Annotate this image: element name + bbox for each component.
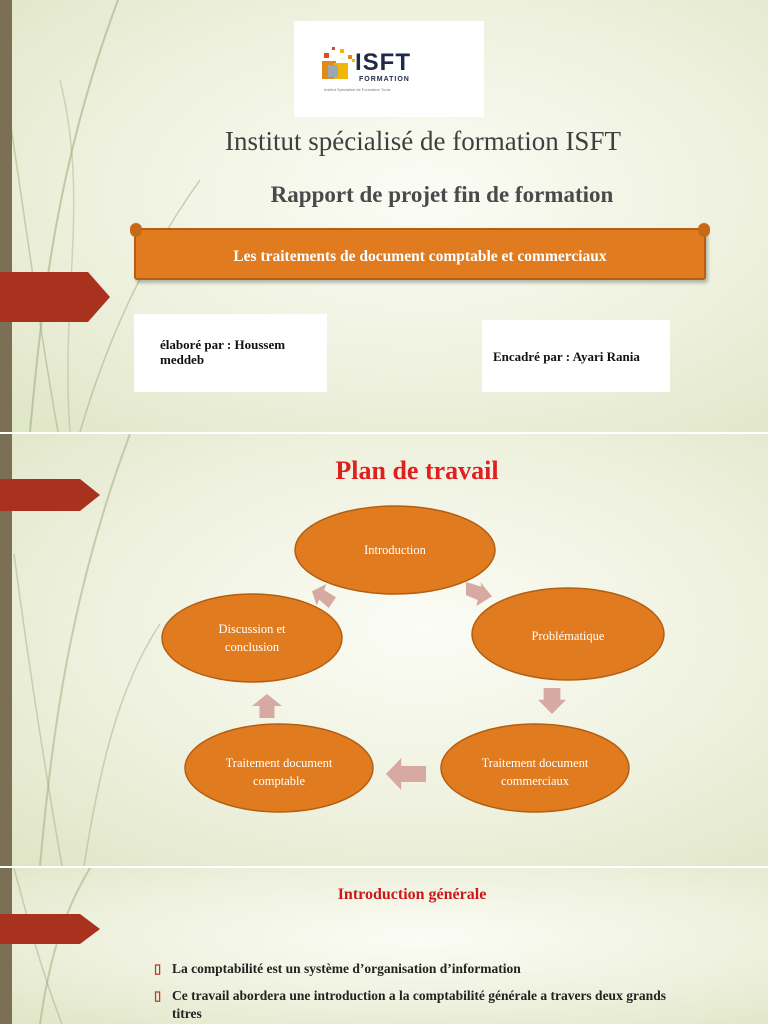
author-box: élaboré par : Houssem meddeb bbox=[134, 314, 327, 392]
section-tab-arrow bbox=[0, 479, 100, 511]
project-title-banner: Les traitements de document comptable et… bbox=[130, 223, 710, 280]
logo-book-icon bbox=[322, 47, 355, 79]
logo-tagline: Institut Spécialisé de Formation Tunis bbox=[324, 87, 391, 92]
intro-slide: Introduction générale ▯ La comptabilité … bbox=[0, 868, 768, 1024]
left-accent-bar bbox=[0, 434, 12, 866]
node-discussion bbox=[161, 593, 343, 683]
node-discussion-label: Discussion et conclusion bbox=[218, 622, 286, 655]
bullet-text: Ce travail abordera une introduction a l… bbox=[172, 988, 666, 1022]
node-comptable bbox=[184, 723, 374, 813]
isft-logo: ISFT FORMATION Institut Spécialisé de Fo… bbox=[294, 21, 484, 117]
node-problematique-label: Problématique bbox=[531, 629, 605, 643]
left-accent-bar bbox=[0, 0, 12, 432]
logo-brand-text: ISFT bbox=[355, 49, 411, 76]
node-comptable-label: Traitement document comptable bbox=[225, 756, 333, 789]
bullet-text: La comptabilité est un système d’organis… bbox=[172, 961, 521, 976]
report-title: Rapport de projet fin de formation bbox=[270, 182, 614, 207]
cycle-diagram bbox=[161, 505, 665, 813]
logo-sub-text: FORMATION bbox=[359, 76, 410, 83]
title-slide: ISFT FORMATION Institut Spécialisé de Fo… bbox=[0, 0, 768, 432]
left-accent-bar bbox=[0, 868, 12, 1024]
node-introduction bbox=[294, 505, 496, 595]
plan-slide: Plan de travail Introduction Problématiq… bbox=[0, 434, 768, 866]
node-commercial bbox=[440, 723, 630, 813]
supervisor-box: Encadré par : Ayari Rania bbox=[482, 320, 670, 392]
plan-title: Plan de travail bbox=[335, 456, 499, 485]
institute-title: Institut spécialisé de formation ISFT bbox=[225, 126, 621, 156]
bullet-item: ▯ La comptabilité est un système d’organ… bbox=[154, 960, 694, 978]
banner-text: Les traitements de document comptable et… bbox=[233, 248, 607, 265]
section-tab-arrow bbox=[0, 272, 110, 322]
section-tab-arrow bbox=[0, 914, 100, 944]
node-problematique bbox=[471, 587, 665, 681]
bullet-icon: ▯ bbox=[154, 961, 162, 976]
node-introduction-label: Introduction bbox=[364, 543, 426, 557]
bullet-icon: ▯ bbox=[154, 988, 162, 1003]
bullet-item: ▯ Ce travail abordera une introduction a… bbox=[154, 987, 694, 1023]
node-commercial-label: Traitement document commerciaux bbox=[481, 756, 589, 789]
intro-title: Introduction générale bbox=[337, 886, 487, 903]
